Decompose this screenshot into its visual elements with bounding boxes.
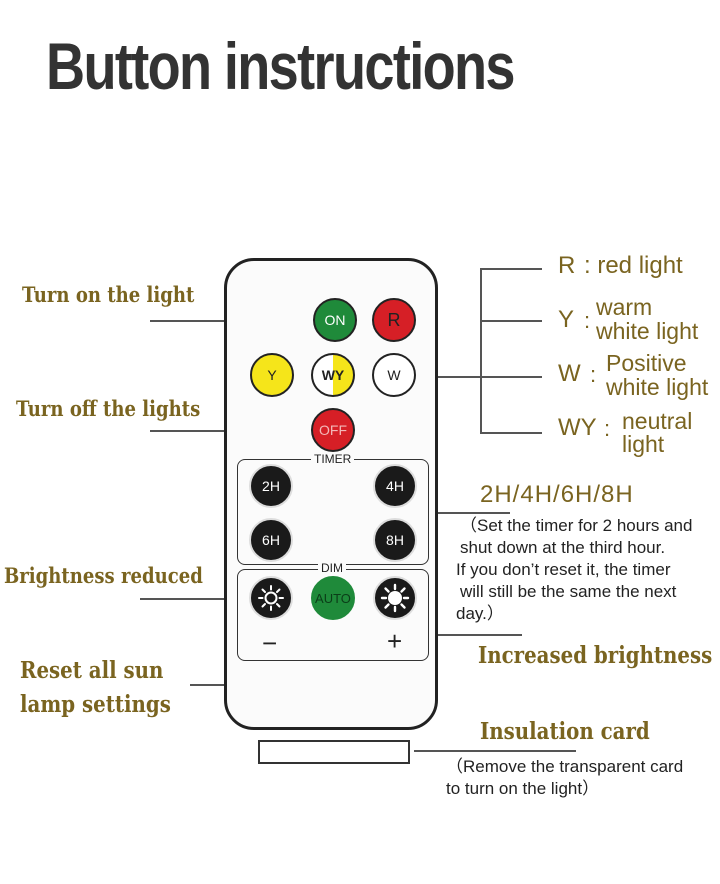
w-button-label: W <box>387 367 401 383</box>
wy-button-label: WY <box>321 367 345 383</box>
y-button-label: Y <box>267 367 277 383</box>
timer-note-4: will still be the same the next <box>460 582 677 601</box>
sun-large-icon <box>380 583 410 613</box>
key-wy-colon: : <box>604 416 611 441</box>
plus-sign: + <box>387 626 403 656</box>
r-button[interactable]: R <box>372 298 416 342</box>
insulation-card[interactable] <box>258 740 410 764</box>
key-r: R <box>558 252 576 279</box>
key-y: Y <box>558 306 575 333</box>
label-insulation-card: Insulation card <box>480 718 650 745</box>
key-y-desc1: warm <box>596 294 653 320</box>
key-w: W <box>558 360 581 387</box>
timer-4h-button[interactable]: 4H <box>373 464 417 508</box>
off-button[interactable]: OFF <box>311 408 355 452</box>
off-button-label: OFF <box>319 422 347 438</box>
timer-6h-button[interactable]: 6H <box>249 518 293 562</box>
bracket-w <box>418 376 542 378</box>
timer-8h-label: 8H <box>386 532 404 548</box>
timer-2h-label: 2H <box>262 478 280 494</box>
label-reset-line2: lamp settings <box>20 691 171 718</box>
bracket-y <box>480 320 542 322</box>
label-turn-on: Turn on the light <box>22 282 195 307</box>
dim-label: DIM <box>318 561 346 575</box>
page-title: Button instructions <box>46 29 516 103</box>
leader-timer <box>418 512 510 514</box>
timer-note-1: （Set the timer for 2 hours and <box>460 516 693 535</box>
label-increased-brightness: Increased brightness <box>478 642 713 669</box>
timer-6h-label: 6H <box>262 532 280 548</box>
r-button-label: R <box>387 309 401 330</box>
leader-insulation <box>414 750 576 752</box>
key-y-desc2: white light <box>596 318 699 344</box>
key-y-colon: : <box>584 308 591 333</box>
timer-2h-button[interactable]: 2H <box>249 464 293 508</box>
w-button[interactable]: W <box>372 353 416 397</box>
key-wy: WY <box>558 414 597 441</box>
timer-label: TIMER <box>311 452 355 466</box>
key-w-desc1: Positive <box>606 350 687 376</box>
timer-note-3: If you don’t reset it, the timer <box>456 560 671 579</box>
leader-increased <box>418 634 522 636</box>
sun-small-icon <box>258 585 284 611</box>
leader-brightness-reduced <box>140 598 246 600</box>
key-wy-desc1: neutral <box>622 408 693 434</box>
key-w-desc2: white light <box>606 374 709 400</box>
insulation-note-1: （Remove the transparent card <box>446 757 684 776</box>
timer-title: 2H/4H/6H/8H <box>480 481 634 508</box>
key-w-colon: : <box>590 362 597 387</box>
wy-button[interactable]: WY <box>311 353 355 397</box>
label-turn-off: Turn off the lights <box>16 396 201 421</box>
insulation-note-2: to turn on the light） <box>446 779 600 798</box>
label-reset-line1: Reset all sun <box>20 657 164 684</box>
dim-down-button[interactable] <box>249 576 293 620</box>
timer-note-5: day.） <box>456 604 504 623</box>
bracket-r <box>480 268 542 270</box>
y-button[interactable]: Y <box>250 353 294 397</box>
bracket-vertical <box>480 268 482 432</box>
timer-4h-label: 4H <box>386 478 404 494</box>
auto-button[interactable]: AUTO <box>311 576 355 620</box>
on-button[interactable]: ON <box>313 298 357 342</box>
bracket-wy <box>480 432 542 434</box>
on-button-label: ON <box>324 312 346 328</box>
label-brightness-reduced: Brightness reduced <box>4 563 203 588</box>
dim-up-button[interactable] <box>373 576 417 620</box>
key-r-desc: : red light <box>584 252 683 279</box>
timer-8h-button[interactable]: 8H <box>373 518 417 562</box>
key-wy-desc2: light <box>622 431 665 457</box>
auto-button-label: AUTO <box>315 590 351 606</box>
timer-note-2: shut down at the third hour. <box>460 538 666 557</box>
minus-sign: − <box>262 628 278 658</box>
